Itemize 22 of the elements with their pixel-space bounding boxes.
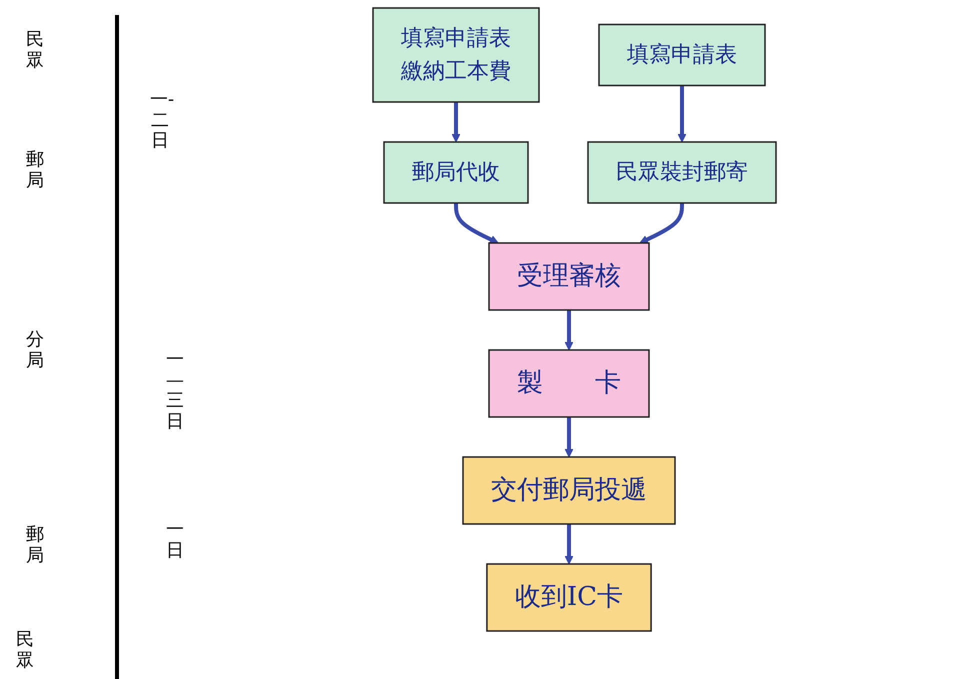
arrow [564,310,573,350]
node-box: 填寫申請表 [598,24,766,86]
stage-label: 郵局 [25,525,45,566]
node-box: 受理審核 [488,242,650,311]
arrow [677,86,686,142]
stage-label: 民眾 [25,30,45,72]
duration-label: 一—三日 [165,350,185,433]
node-box: 交付郵局投遞 [462,456,676,525]
stage-label: 民眾 [15,630,35,672]
duration-label: 一日 [165,520,185,562]
arrow [564,417,573,458]
arrow [564,524,573,564]
node-box: 民眾裝封郵寄 [586,141,776,204]
node-box: 收到IC卡 [486,563,652,632]
arrow [638,203,684,244]
arrow [451,102,460,142]
arrow [454,203,498,244]
node-box: 郵局代收 [382,141,528,204]
node-box: 製 卡 [488,349,650,418]
stage-label: 郵局 [25,150,45,192]
node-box: 填寫申請表 繳納工本費 [372,7,540,103]
stage-label: 分局 [25,330,45,372]
